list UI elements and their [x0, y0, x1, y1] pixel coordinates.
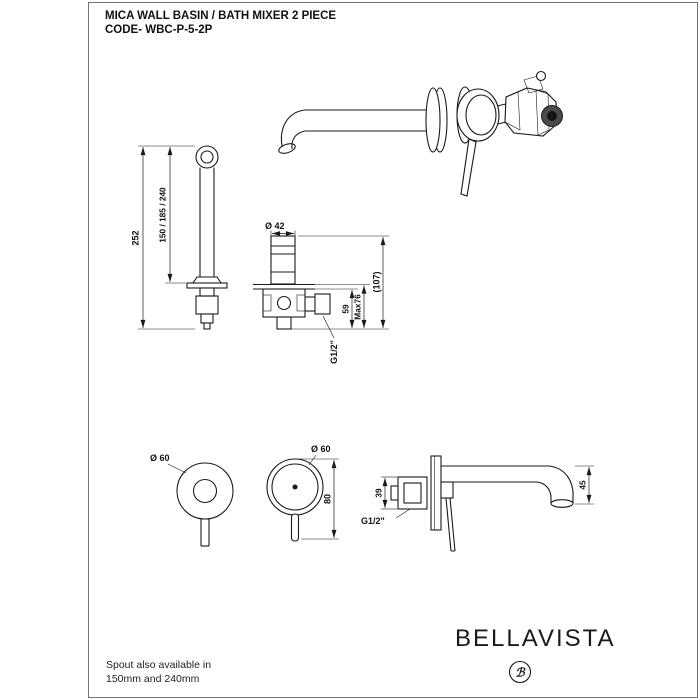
dim-height-80: 80 [297, 458, 339, 540]
spout-elbow-outer [280, 109, 306, 147]
housing-hatch-left [262, 294, 272, 312]
dim-spout-lengths-label: 150 / 185 / 240 [158, 187, 168, 243]
valve-housing [262, 288, 306, 318]
dim-spout-drop-label: 45 [578, 480, 588, 490]
mixer-body [456, 88, 500, 142]
spout-base-flange [191, 276, 223, 284]
note-line-2: 150mm and 240mm [106, 673, 200, 685]
thread-label: G1/2" [329, 340, 339, 364]
sheet-border [88, 2, 698, 698]
dim-total-depth: (107) [298, 235, 389, 328]
assembly-side-view: 39 G1/2" 45 [361, 455, 594, 552]
dim-depth-59-label: 59 [341, 304, 351, 314]
spout-stem [199, 287, 215, 297]
inlet-stem [200, 313, 214, 324]
thread-leader [395, 508, 411, 519]
mixer-cap-ring [271, 463, 319, 511]
note-line-1: Spout also available in [106, 659, 211, 671]
mixer-lever [460, 138, 477, 197]
threaded-body [195, 295, 219, 315]
thread-leader [322, 315, 335, 339]
spout-front-view: Ø 60 [150, 453, 234, 547]
brand-name: BELLAVISTA [455, 625, 616, 652]
valve-block-nub [390, 485, 399, 501]
inlet-tail [203, 322, 211, 330]
spout-opening-side [550, 499, 574, 508]
dia-leader [308, 454, 317, 466]
footer-note: Spout also available in 150mm and 240mm [106, 659, 211, 685]
mixer-handle [290, 513, 300, 542]
housing-hatch-right [296, 294, 306, 312]
product-code: CODE- WBC-P-5-2P [105, 24, 213, 36]
valve-inlet-bore [547, 111, 557, 121]
dia-leader [167, 463, 187, 474]
outlet-thread-block [314, 293, 331, 315]
dim-flange-dia-label: Ø 60 [311, 444, 331, 454]
brand-logo-circle [508, 660, 532, 684]
housing-tail [276, 316, 292, 330]
valve-top-fitting [523, 75, 544, 94]
assembly-perspective-view [278, 70, 563, 197]
thread-label: G1/2" [361, 516, 385, 526]
valve-block-port [403, 482, 422, 504]
wall-plate-side [430, 455, 442, 531]
spout-curve-outer [548, 465, 574, 503]
page-title: MICA WALL BASIN / BATH MIXER 2 PIECE [105, 10, 336, 22]
dim-overall-height: 252 [131, 145, 195, 330]
spout-curve-inner [536, 481, 552, 503]
outlet-port [276, 295, 292, 311]
mixer-cap [465, 94, 497, 136]
dim-spout-lengths: 150 / 185 / 240 [158, 147, 186, 284]
dim-depth-max-label: Max76 [353, 294, 363, 320]
dim-drop-45: 45 [575, 465, 594, 505]
dim-overall-height-label: 252 [131, 230, 141, 245]
valve-thread-band-left [504, 91, 521, 131]
valve-top-cap [535, 70, 547, 82]
wall-flange-front [425, 87, 441, 153]
brand-logo-glyph: ℬ [515, 666, 526, 680]
dim-depth-max: Max76 [315, 284, 370, 328]
mixer-center-dot [292, 484, 298, 490]
dim-total-depth-label: (107) [372, 271, 382, 292]
handle-pivot [440, 481, 454, 499]
valve-section-view: Ø 42 G1/2" 59 Max76 [253, 221, 389, 364]
valve-thread-band-right [535, 89, 550, 136]
spout-flange [176, 462, 234, 520]
dim-body-39: 39 [374, 476, 397, 510]
mixer-front-view: Ø 60 80 [266, 444, 339, 542]
dim-body-width-label: 39 [374, 488, 384, 498]
brand-block: BELLAVISTA ℬ [455, 625, 616, 684]
cartridge [270, 235, 296, 285]
dim-flange-dia-label: Ø 60 [150, 453, 170, 463]
dim-height-label: 80 [323, 494, 333, 504]
handle-lever-side [445, 497, 456, 552]
spout-side-view: 252 150 / 185 / 240 [131, 145, 228, 330]
spout-elbow-inner [291, 130, 306, 150]
spout-opening [278, 143, 296, 154]
wall-plate [186, 282, 228, 289]
dim-cartridge-dia-label: Ø 42 [265, 221, 285, 231]
spout-outlet-inner [200, 150, 214, 164]
title-block: MICA WALL BASIN / BATH MIXER 2 PIECE COD… [105, 10, 336, 36]
spout-outlet-outer [195, 145, 219, 169]
spout-hole [192, 478, 218, 504]
dim-depth-59: 59 [291, 288, 389, 330]
